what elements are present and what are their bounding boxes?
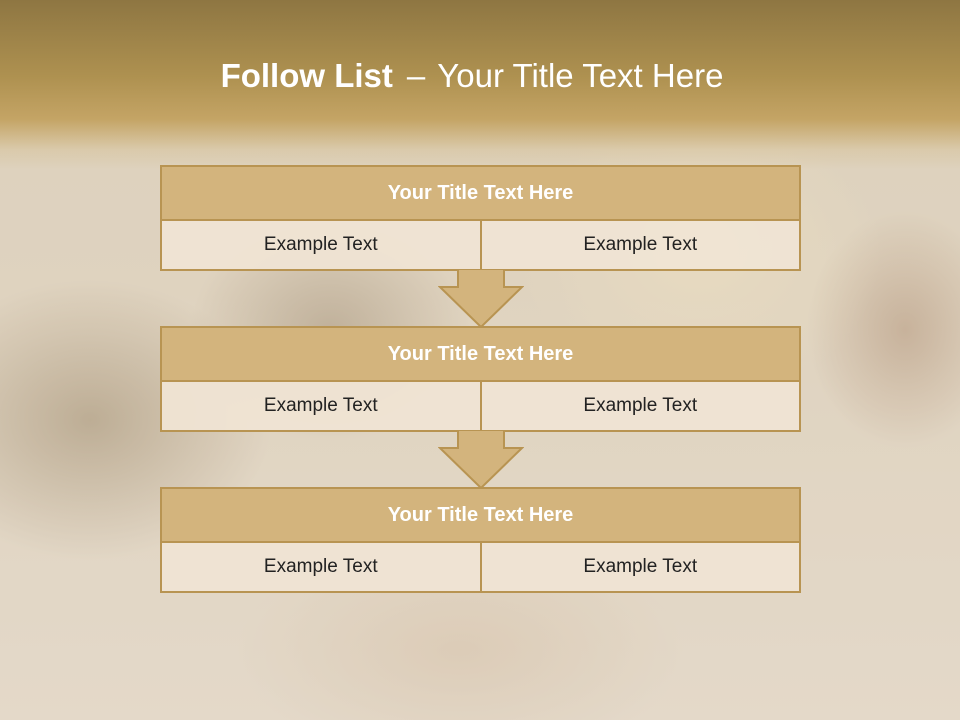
block-cell-left: Example Text bbox=[160, 221, 482, 271]
flow-block-3: Your Title Text Here Example Text Exampl… bbox=[160, 487, 801, 593]
down-arrow-1 bbox=[438, 269, 524, 329]
flow-block-1: Your Title Text Here Example Text Exampl… bbox=[160, 165, 801, 271]
block-row: Example Text Example Text bbox=[160, 382, 801, 432]
title-separator: – bbox=[406, 57, 426, 94]
block-cell-right: Example Text bbox=[481, 221, 801, 271]
block-title: Your Title Text Here bbox=[160, 326, 801, 382]
block-cell-right: Example Text bbox=[481, 382, 801, 432]
block-cell-left: Example Text bbox=[160, 543, 482, 593]
block-row: Example Text Example Text bbox=[160, 543, 801, 593]
block-title: Your Title Text Here bbox=[160, 487, 801, 543]
title-rest-part: Your Title Text Here bbox=[437, 57, 724, 94]
block-title: Your Title Text Here bbox=[160, 165, 801, 221]
block-cell-right: Example Text bbox=[481, 543, 801, 593]
down-arrow-2 bbox=[438, 430, 524, 490]
block-cell-left: Example Text bbox=[160, 382, 482, 432]
flow-block-2: Your Title Text Here Example Text Exampl… bbox=[160, 326, 801, 432]
title-bold-part: Follow List bbox=[220, 57, 393, 94]
header-band bbox=[0, 0, 960, 170]
slide-title: Follow List–Your Title Text Here bbox=[0, 50, 944, 102]
block-row: Example Text Example Text bbox=[160, 221, 801, 271]
